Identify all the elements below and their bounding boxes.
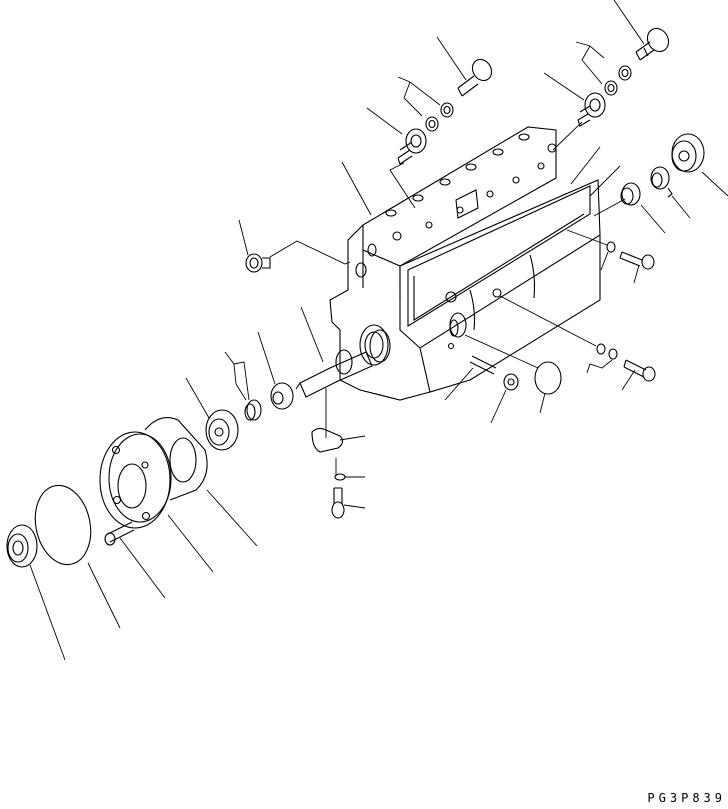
shim-pair — [224, 351, 262, 421]
camshaft — [295, 306, 391, 438]
cover-bolt — [104, 521, 166, 599]
clamp-washer — [334, 458, 365, 481]
bolt-cover — [619, 251, 655, 284]
cap-nut — [620, 182, 666, 234]
blank-plate — [464, 334, 562, 414]
banjo-fitting-right — [543, 72, 606, 151]
banjo-fitting-left — [366, 107, 427, 209]
bolt-lower-right — [621, 359, 656, 391]
bearing-right — [671, 133, 728, 197]
plug-left — [238, 219, 351, 273]
bearing-cover — [99, 431, 214, 573]
bolt-top-center — [436, 36, 493, 97]
bearing-cage — [185, 377, 239, 451]
washer-pair-top-right — [575, 41, 632, 96]
bolt-top-right — [613, 0, 670, 61]
seal-ring — [650, 166, 691, 219]
clamp-bolt — [331, 487, 366, 519]
washer-cover — [566, 229, 616, 271]
drawing-code-label: PG3P839 — [647, 791, 726, 805]
clamp-half — [311, 427, 366, 453]
washer-pair-top-center — [397, 76, 454, 132]
washer-pair-lower — [499, 295, 618, 374]
oil-seal — [6, 524, 66, 661]
nut-lower — [490, 373, 519, 424]
side-cover — [589, 165, 626, 217]
bearing-inner — [257, 331, 294, 410]
side-cover-gasket — [570, 146, 601, 185]
stud-bolt — [444, 355, 497, 401]
bearing-cover-flange — [144, 417, 258, 547]
o-ring — [34, 484, 121, 629]
pump-housing — [329, 126, 601, 401]
